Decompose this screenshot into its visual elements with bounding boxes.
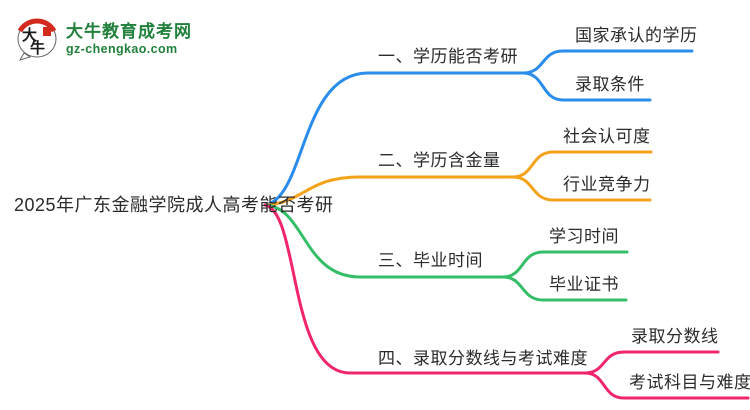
branch2-child1-node: 社会认可度 — [563, 127, 651, 146]
logo-text-block: 大牛教育成考网 gz-chengkao.com — [66, 18, 192, 57]
site-logo: 大 牛 大牛教育成考网 gz-chengkao.com — [16, 18, 192, 62]
branch1-child1-line — [521, 49, 694, 75]
branch4-node: 四、录取分数线与考试难度 — [378, 349, 588, 368]
branch4-child1-line — [583, 350, 720, 375]
branch4-child1-node: 录取分数线 — [631, 327, 719, 346]
branch2-child1-line — [511, 150, 653, 179]
site-name: 大牛教育成考网 — [66, 22, 192, 41]
root-node: 2025年广东金融学院成人高考能否考研 — [14, 195, 334, 215]
site-url: gz-chengkao.com — [66, 42, 178, 56]
branch3-node: 三、毕业时间 — [378, 251, 483, 270]
branch2-child2-line — [511, 175, 652, 202]
branch3-main-line — [263, 203, 505, 279]
branch4-child2-node: 考试科目与难度 — [629, 373, 750, 392]
branch2-main-line — [263, 175, 515, 207]
branch2-child2-node: 行业竞争力 — [563, 175, 651, 194]
branch3-child1-node: 学习时间 — [549, 227, 619, 246]
branch1-child1-node: 国家承认的学历 — [575, 26, 698, 45]
branch4-child2-line — [583, 371, 750, 400]
branch1-main-line — [263, 71, 525, 207]
logo-char-top: 大 — [22, 26, 37, 44]
logo-bull-icon: 大 牛 — [16, 18, 60, 62]
branch1-node: 一、学历能否考研 — [378, 47, 518, 66]
branch3-child2-node: 毕业证书 — [549, 275, 619, 294]
branch2-node: 二、学历含金量 — [378, 151, 501, 170]
branch3-child2-line — [501, 275, 628, 302]
branch1-child2-node: 录取条件 — [575, 75, 645, 94]
branch4-main-line — [263, 203, 587, 375]
branch1-child2-line — [521, 71, 652, 102]
logo-char-bottom: 牛 — [30, 39, 45, 57]
branch3-child1-line — [501, 250, 629, 279]
